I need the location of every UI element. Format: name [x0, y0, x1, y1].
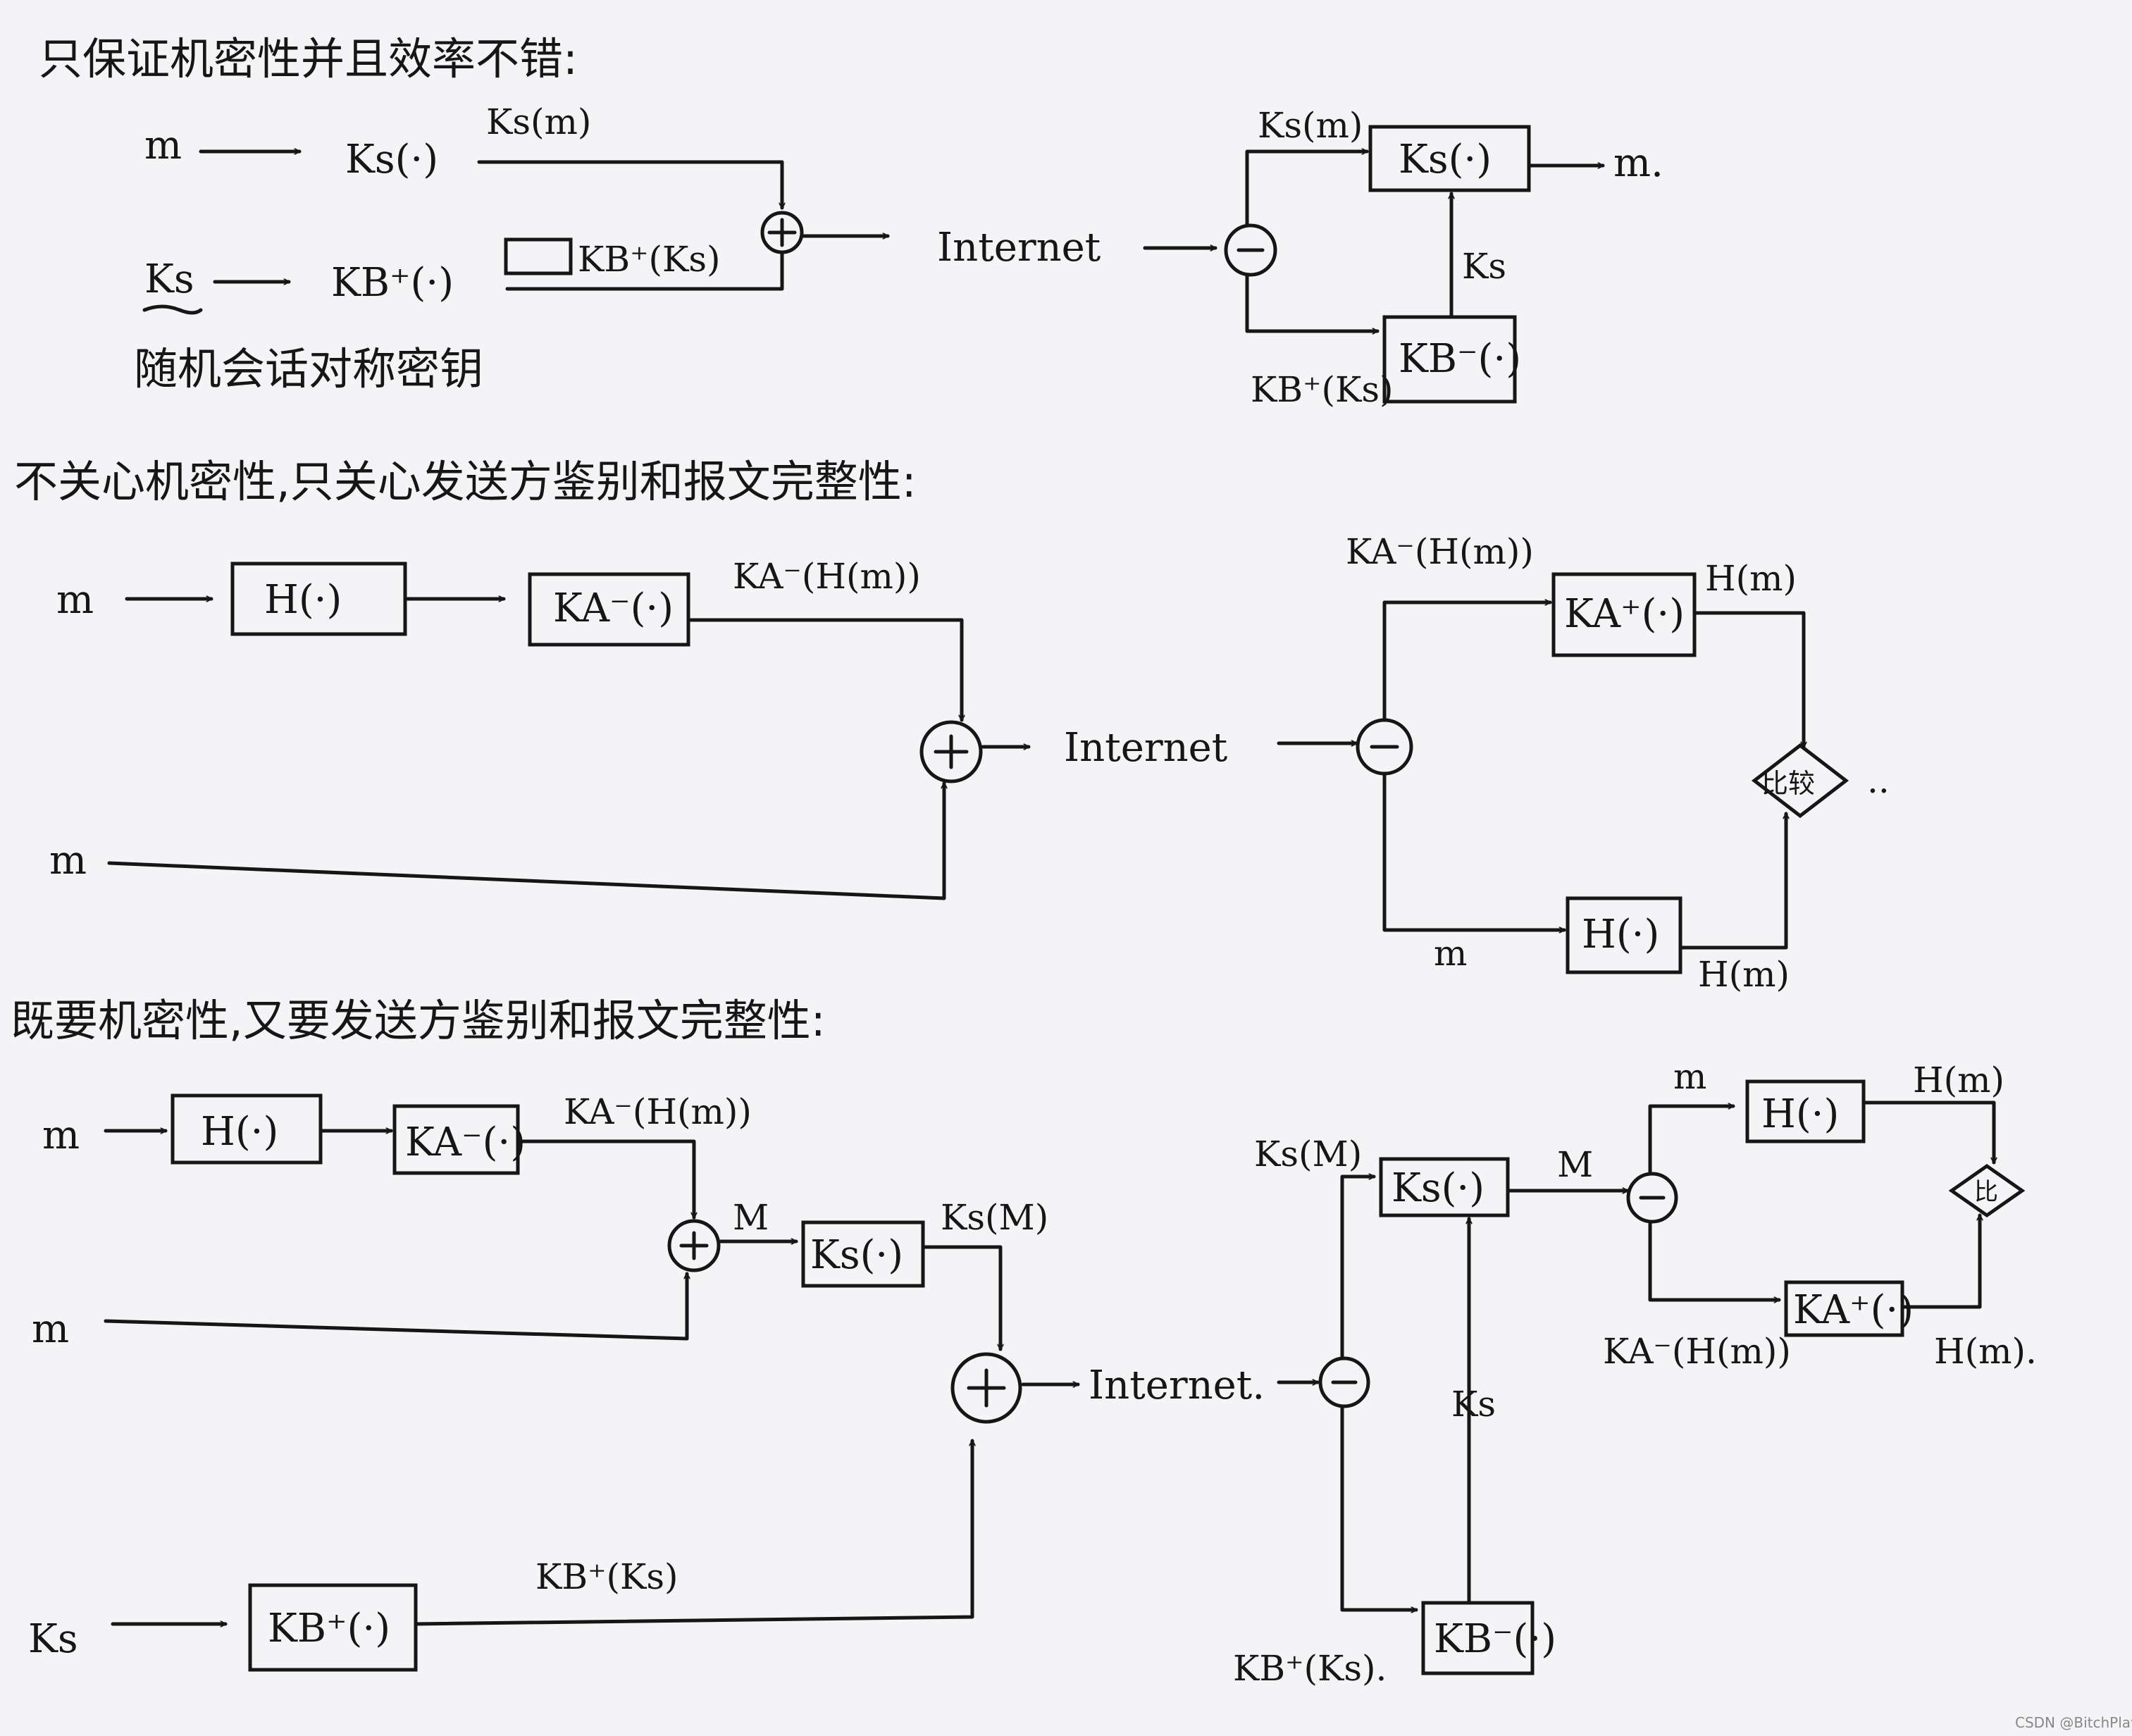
- csdn-watermark: CSDN @BitchPlayer: [2015, 1714, 2132, 1731]
- d2-input-m: m: [56, 577, 94, 623]
- d3-kb-encrypt-label: KB⁺(·): [268, 1606, 390, 1651]
- d2-hm-label-top: H(m): [1705, 558, 1797, 599]
- d3-hm-label-bottom: H(m).: [1934, 1331, 2037, 1372]
- d1-ks-function: Ks(·): [345, 137, 438, 182]
- d2-hash-label: H(·): [264, 577, 342, 623]
- d3-kbks-label: KB⁺(Ks): [535, 1556, 678, 1597]
- d1-output-m: m.: [1613, 140, 1663, 186]
- d3-ks-encrypt-box: [801, 1220, 925, 1288]
- d1-input-m: m: [144, 123, 182, 168]
- d1-ks-decrypt-box: [1368, 125, 1531, 192]
- d3-ksM-label-right: Ks(M): [1254, 1134, 1362, 1174]
- d3-ka-sign-label: KA⁻(·): [405, 1120, 526, 1165]
- d1-ks-label-right: Ks: [1462, 246, 1506, 287]
- d2-input-m2: m: [49, 838, 87, 884]
- d2-hm-label-bottom: H(m): [1698, 954, 1790, 995]
- d3-hash-verify-label: H(·): [1761, 1091, 1839, 1137]
- d1-kb-function: KB⁺(·): [331, 260, 454, 306]
- diagram-full-security: m H(·) KA⁻(·) KA⁻(H(m)) m M Ks(·) Ks(M) …: [28, 1056, 2037, 1689]
- d3-kbks-label-right: KB⁺(Ks).: [1233, 1648, 1387, 1689]
- section1-heading: 只保证机密性并且效率不错:: [39, 33, 578, 85]
- d3-hash-label: H(·): [201, 1109, 278, 1155]
- d3-M-label-right: M: [1557, 1144, 1593, 1185]
- d2-compare-label: 比较: [1761, 768, 1815, 799]
- d3-kahm-label-right: KA⁻(H(m)): [1603, 1331, 1791, 1372]
- d1-ks-decrypt-label: Ks(·): [1399, 137, 1492, 182]
- d3-ks-decrypt-label: Ks(·): [1392, 1165, 1485, 1211]
- d3-hash-verify-box: [1745, 1079, 1866, 1143]
- d3-kb-decrypt-label: KB⁻(·): [1434, 1616, 1556, 1662]
- d2-compare-diamond: [1751, 743, 1849, 819]
- d2-ka-sign-label: KA⁻(·): [553, 585, 674, 631]
- d3-ks-label-right: Ks: [1451, 1384, 1496, 1425]
- diagram-authentication-integrity: m H(·) KA⁻(·) KA⁻(H(m)) m Internet KA⁻(H…: [49, 531, 1890, 995]
- d3-m-label-right: m: [1673, 1056, 1706, 1097]
- d3-ksM-label: Ks(M): [941, 1197, 1048, 1238]
- section3-heading: 既要机密性,又要发送方鉴别和报文完整性:: [11, 995, 826, 1046]
- d2-hash-verify-label: H(·): [1582, 912, 1659, 957]
- d3-input-ks: Ks: [28, 1616, 78, 1662]
- d1-internet: Internet: [937, 225, 1101, 271]
- d2-m-label-bottom: m: [1434, 933, 1467, 974]
- d3-input-m2: m: [32, 1306, 69, 1352]
- diagram-confidentiality: m Ks(·) Ks(m) Ks KB⁺(·) KB⁺(Ks) Internet…: [134, 101, 1663, 410]
- d1-ksm-label: Ks(m): [486, 101, 591, 142]
- d2-hash-box: [230, 562, 407, 636]
- d3-M-label: M: [733, 1197, 769, 1238]
- d1-ksm-label-right: Ks(m): [1258, 105, 1363, 146]
- d3-kb-decrypt-box: [1421, 1601, 1535, 1675]
- d3-ks-encrypt-label: Ks(·): [810, 1232, 903, 1278]
- d3-input-m: m: [42, 1112, 80, 1158]
- d2-trailing-dots: ..: [1867, 760, 1890, 801]
- d3-hm-label-top: H(m): [1913, 1060, 2004, 1100]
- d3-internet: Internet.: [1089, 1363, 1265, 1408]
- d1-input-ks: Ks: [144, 256, 194, 302]
- d3-ks-decrypt-box: [1379, 1157, 1510, 1217]
- d3-ka-sign-box: [392, 1104, 520, 1175]
- d3-ka-verify-label: KA⁺(·): [1793, 1287, 1914, 1333]
- d2-kahm-label: KA⁻(H(m)): [733, 556, 921, 597]
- d2-internet: Internet: [1064, 725, 1228, 771]
- d3-kahm-label: KA⁻(H(m)): [564, 1091, 752, 1132]
- section2-heading: 不关心机密性,只关心发送方鉴别和报文完整性:: [14, 456, 917, 507]
- d2-ka-sign-box: [528, 572, 690, 647]
- d2-kahm-label-right: KA⁻(H(m)): [1346, 531, 1534, 572]
- d3-compare-label: 比: [1974, 1178, 1998, 1206]
- d1-session-key-note: 随机会话对称密钥: [134, 343, 483, 395]
- d3-compare-diamond: [1948, 1163, 2026, 1218]
- d2-ka-verify-label: KA⁺(·): [1564, 591, 1685, 637]
- d1-kb-decrypt-label: KB⁻(·): [1399, 336, 1521, 382]
- d1-kbks-label-right: KB⁺(Ks): [1251, 369, 1394, 410]
- d3-kb-encrypt-box: [248, 1583, 418, 1672]
- d1-kbks-label: KB⁺(Ks): [578, 239, 721, 280]
- d2-hash-verify-box: [1566, 896, 1682, 974]
